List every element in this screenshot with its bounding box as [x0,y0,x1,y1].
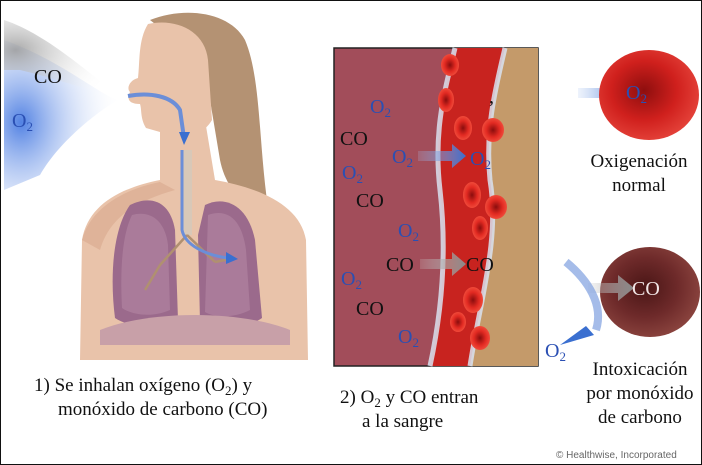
vessel-co-inside-label: CO [466,254,494,277]
vessel-o2-label: O2 [342,162,363,185]
panel1-caption: 1) Se inhalan oxígeno (O2) y monóxido de… [34,374,267,422]
vessel-co-label: CO [340,128,368,151]
vessel-co-label: CO [386,254,414,277]
panel1-o2-label: O2 [12,110,33,133]
vessel-o2-label: O2 [370,96,391,119]
normal-cell-o2-label: O2 [626,82,647,105]
panel2-caption: 2) O2 y CO entran a la sangre [340,386,478,434]
copyright-credit: © Healthwise, Incorporated [556,450,677,461]
oxygenated-red-cell [599,50,699,140]
air-streams [4,20,120,190]
vessel-co-label: CO [356,190,384,213]
panel1-co-label: CO [34,66,62,89]
vessel-o2-label: O2 [341,268,362,291]
vessel-o2-label: O2 [398,326,419,349]
rejected-o2-label: O2 [545,340,566,363]
poisoned-cell-co-label: CO [632,278,660,301]
vessel-apostrophe: , [489,86,494,109]
vessel-o2-label: O2 [392,146,413,169]
vessel-o2-inside-label: O2 [470,148,491,171]
vessel-o2-label: O2 [398,220,419,243]
vessel-co-label: CO [356,298,384,321]
